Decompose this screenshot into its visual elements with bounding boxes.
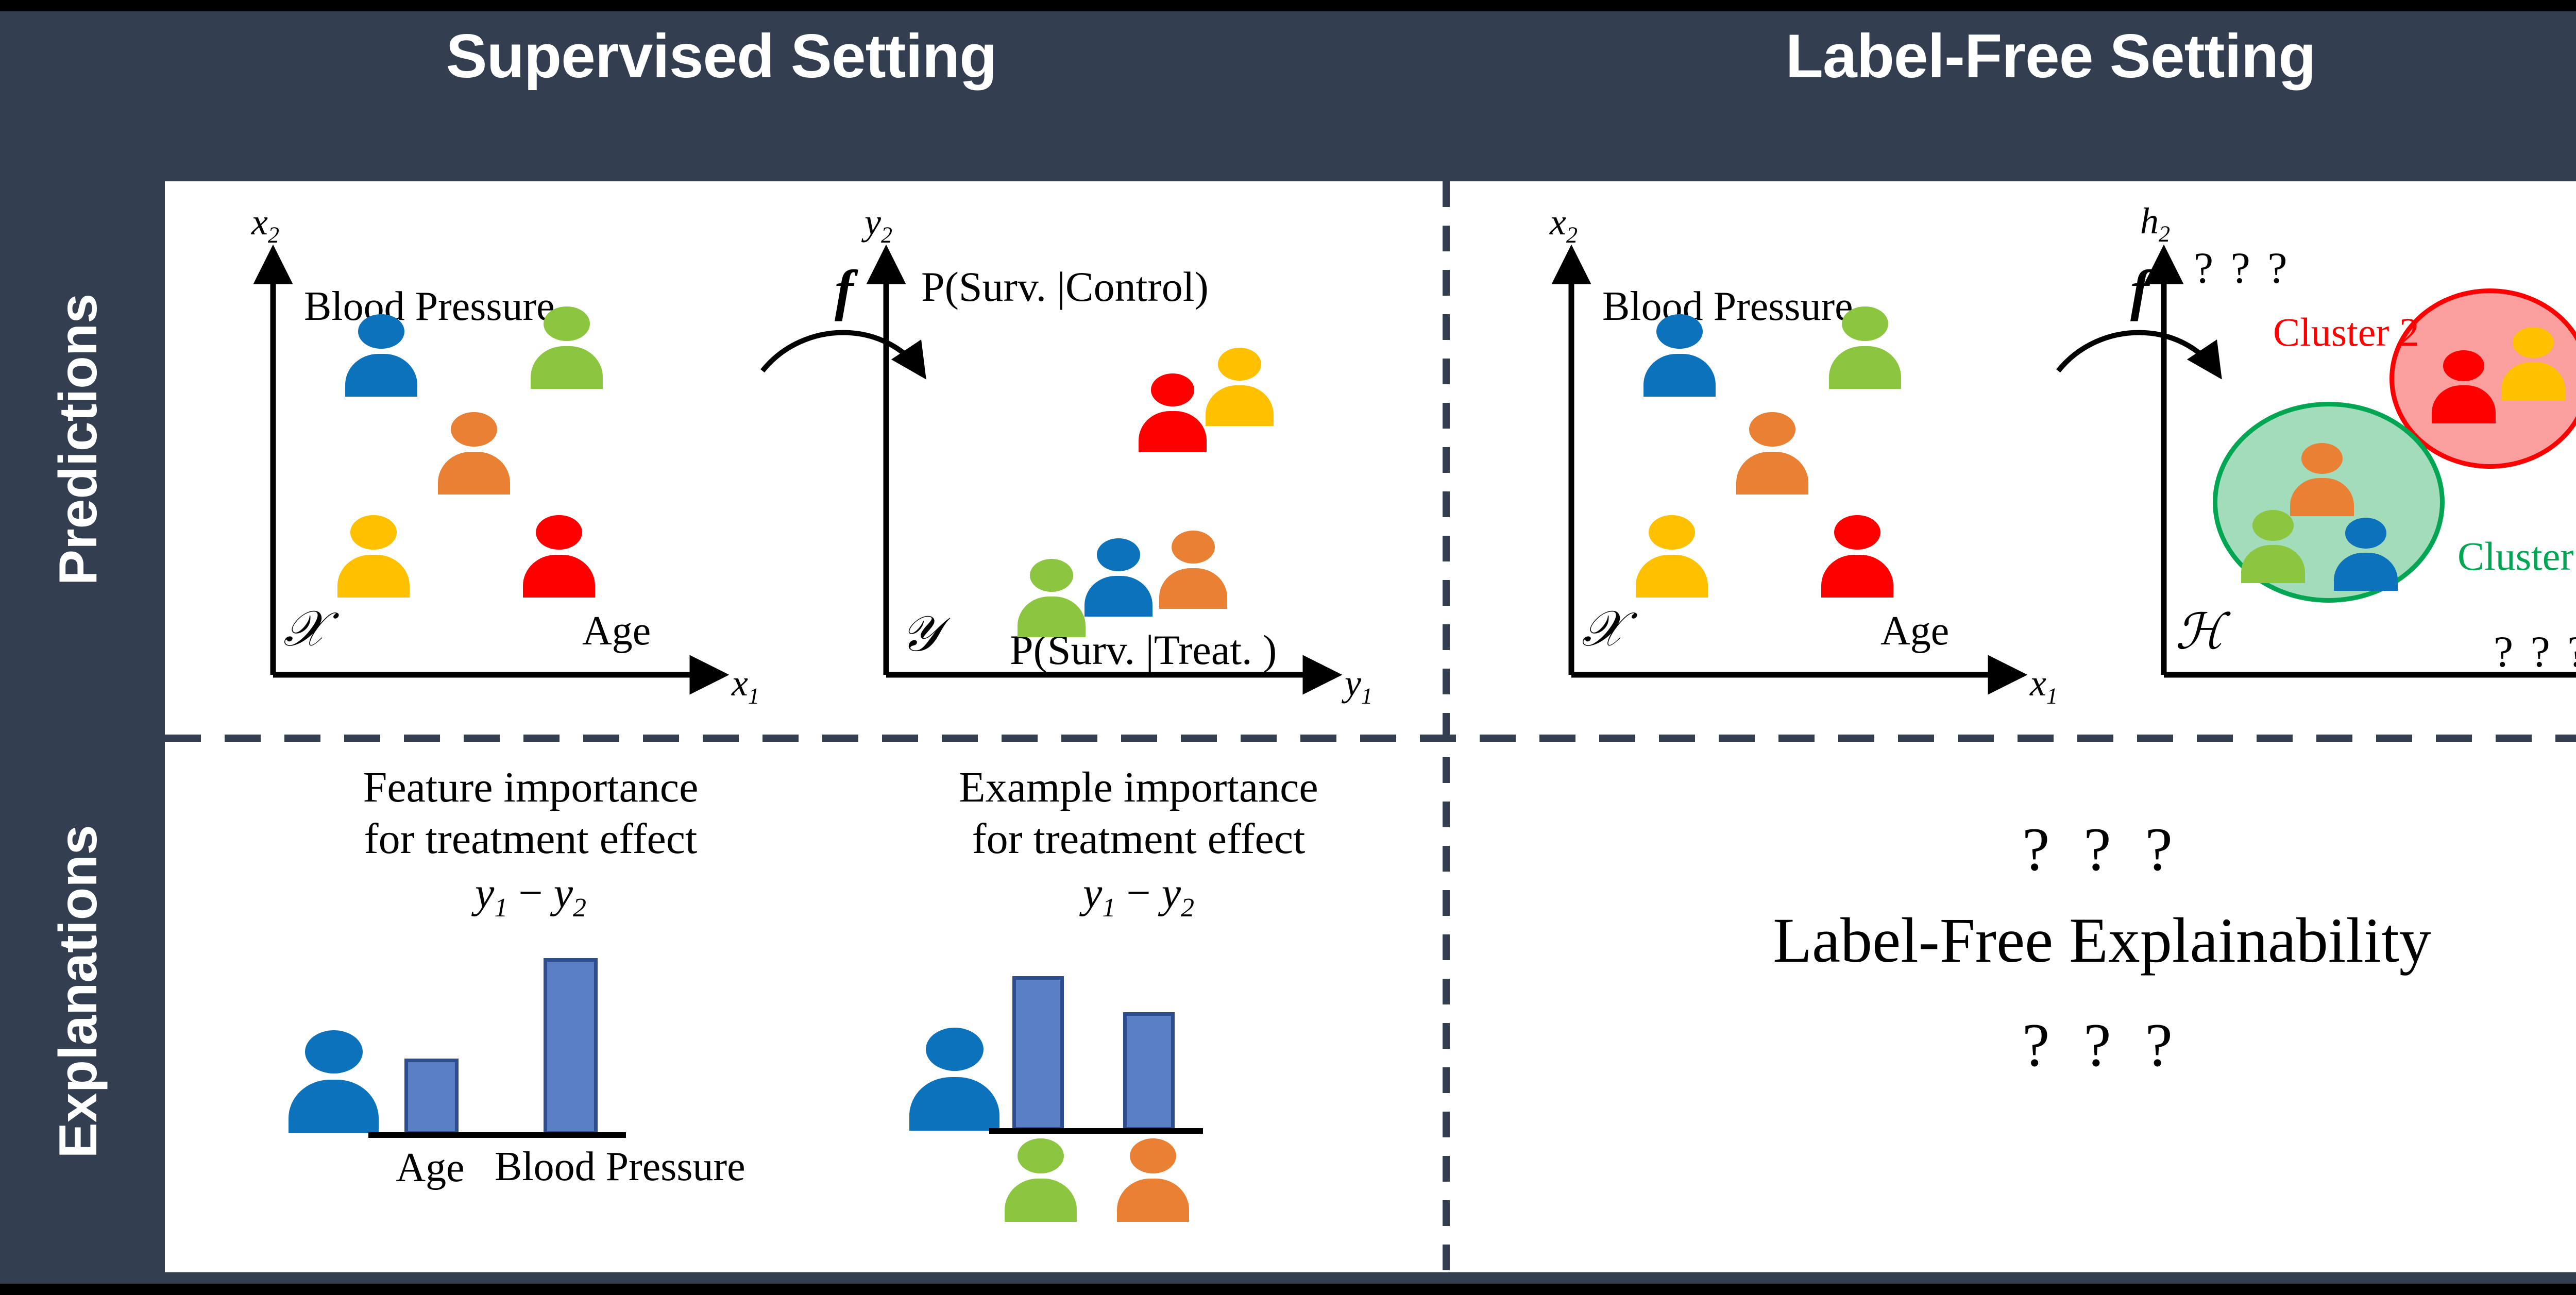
horizontal-divider: [165, 735, 2576, 742]
space-symbol-labelfree-latent: ℋ: [2175, 604, 2224, 659]
panel-example-importance: Example importance for treatment effect …: [835, 757, 1443, 1267]
x-axis-label-labelfree-input: Age: [1880, 608, 1950, 654]
person-icon-green: [1018, 559, 1086, 637]
axis-symbol-y-supervised-input: x2: [251, 201, 279, 248]
bar-blood-pressure: [544, 958, 598, 1135]
example-importance-title-line1: Example importance: [959, 763, 1318, 811]
example-importance-formula: y1 − y2: [1083, 869, 1194, 923]
map-arrow-supervised: f: [757, 258, 974, 422]
axis-symbol-y-labelfree-latent: h2: [2140, 200, 2170, 247]
row-title-predictions: Predictions: [48, 293, 108, 586]
feature-importance-formula: y1 − y2: [475, 869, 586, 923]
axis-symbol-x-labelfree-input: x1: [2030, 662, 2058, 709]
panel-label-free-explainability: ? ? ? Label-Free Explainability ? ? ?: [1484, 804, 2576, 1216]
person-icon-orange: [1736, 412, 1808, 495]
row-title-explanations: Explanations: [48, 825, 108, 1158]
person-icon-red: [523, 515, 595, 598]
label-free-explainability-line2: Label-Free Explainability: [1773, 905, 2431, 976]
bar-age: [404, 1059, 459, 1135]
axis-symbol-x-supervised-output: y1: [1345, 662, 1372, 709]
x-axis-label-supervised-input: Age: [582, 608, 651, 654]
axis-symbol-y-labelfree-input: x2: [1550, 201, 1578, 248]
person-icon-blue: [345, 314, 417, 397]
person-icon-yellow: [337, 515, 410, 598]
person-icon-yellow: [1636, 515, 1708, 598]
person-icon-red: [2432, 350, 2496, 423]
example-importance-title-line2: for treatment effect: [972, 815, 1306, 863]
cluster-2-label: Cluster 2: [2273, 310, 2419, 354]
person-icon-blue: [2334, 518, 2398, 591]
axis-symbol-y-supervised-output: y2: [865, 201, 892, 248]
panel-feature-importance: Feature importance for treatment effect …: [227, 757, 835, 1267]
person-icon-blue: [1643, 314, 1716, 397]
person-icon-blue-subject: [909, 1028, 999, 1131]
bar-baseline: [368, 1132, 626, 1138]
person-icon-green: [1829, 306, 1901, 389]
person-icon-green-example: [1005, 1138, 1077, 1222]
arrow-curve-supervised: [760, 330, 926, 380]
person-icon-orange: [1159, 531, 1227, 609]
column-title-label-free: Label-Free Setting: [1785, 22, 2316, 91]
person-icon-green: [531, 306, 603, 389]
person-icon-blue-subject: [289, 1030, 379, 1133]
label-free-explainability-line3: ? ? ?: [2022, 1011, 2182, 1079]
arrow-curve-labelfree: [2056, 330, 2222, 380]
y-axis-label-labelfree-latent: ? ? ?: [2194, 243, 2291, 293]
axes-labelfree-latent: [2144, 244, 2576, 678]
panel-supervised-input: x2 x1 Blood Pressure Age 𝒳: [242, 196, 799, 721]
person-icon-green: [2241, 510, 2305, 583]
bar-example-2: [1123, 1012, 1175, 1131]
space-symbol-supervised-output: 𝒴: [901, 606, 940, 661]
panel-labelfree-latent: h2 h1 ? ? ? ? ? ? ℋ Cluster 2 Cluster 1: [2133, 196, 2576, 721]
feature-importance-title-line1: Feature importance: [363, 763, 699, 811]
axes-supervised-input: [253, 244, 730, 695]
map-symbol-f-supervised: f: [835, 259, 854, 321]
person-icon-yellow: [1206, 348, 1274, 426]
space-symbol-supervised-input: 𝒳: [283, 601, 326, 656]
axes-supervised-output: [866, 244, 1343, 695]
bar-example-1: [1012, 976, 1064, 1131]
person-icon-red: [1821, 515, 1893, 598]
column-title-supervised: Supervised Setting: [446, 22, 997, 91]
cluster-1-label: Cluster 1: [2458, 534, 2576, 578]
bar-baseline: [989, 1128, 1203, 1134]
y-axis-label-supervised-output: P(Surv. |Control): [921, 263, 1209, 310]
y-axis-label-supervised-input: Blood Pressure: [304, 284, 555, 329]
label-free-explainability-line1: ? ? ?: [2022, 815, 2182, 883]
person-icon-orange-example: [1117, 1138, 1189, 1222]
person-icon-orange: [438, 412, 510, 495]
space-symbol-labelfree-input: 𝒳: [1582, 601, 1624, 656]
person-icon-blue: [1084, 538, 1153, 617]
vertical-divider: [1443, 181, 1450, 1272]
person-icon-red: [1139, 373, 1207, 452]
person-icon-yellow: [2501, 327, 2565, 400]
bar-label-age: Age: [396, 1145, 465, 1190]
x-axis-label-labelfree-latent: ? ? ?: [2494, 627, 2576, 676]
axis-symbol-x-supervised-input: x1: [732, 662, 759, 709]
panel-labelfree-input: x2 x1 Blood Pressure Age 𝒳: [1540, 196, 2097, 721]
panel-supervised-output: y2 y1 P(Surv. |Control) P(Surv. |Treat. …: [855, 196, 1412, 721]
axes-labelfree-input: [1551, 244, 2028, 695]
y-axis-label-labelfree-input: Blood Pressure: [1602, 284, 1853, 329]
feature-importance-title-line2: for treatment effect: [364, 815, 698, 863]
person-icon-orange: [2290, 443, 2354, 516]
bar-label-blood-pressure: Blood Pressure: [495, 1144, 745, 1189]
